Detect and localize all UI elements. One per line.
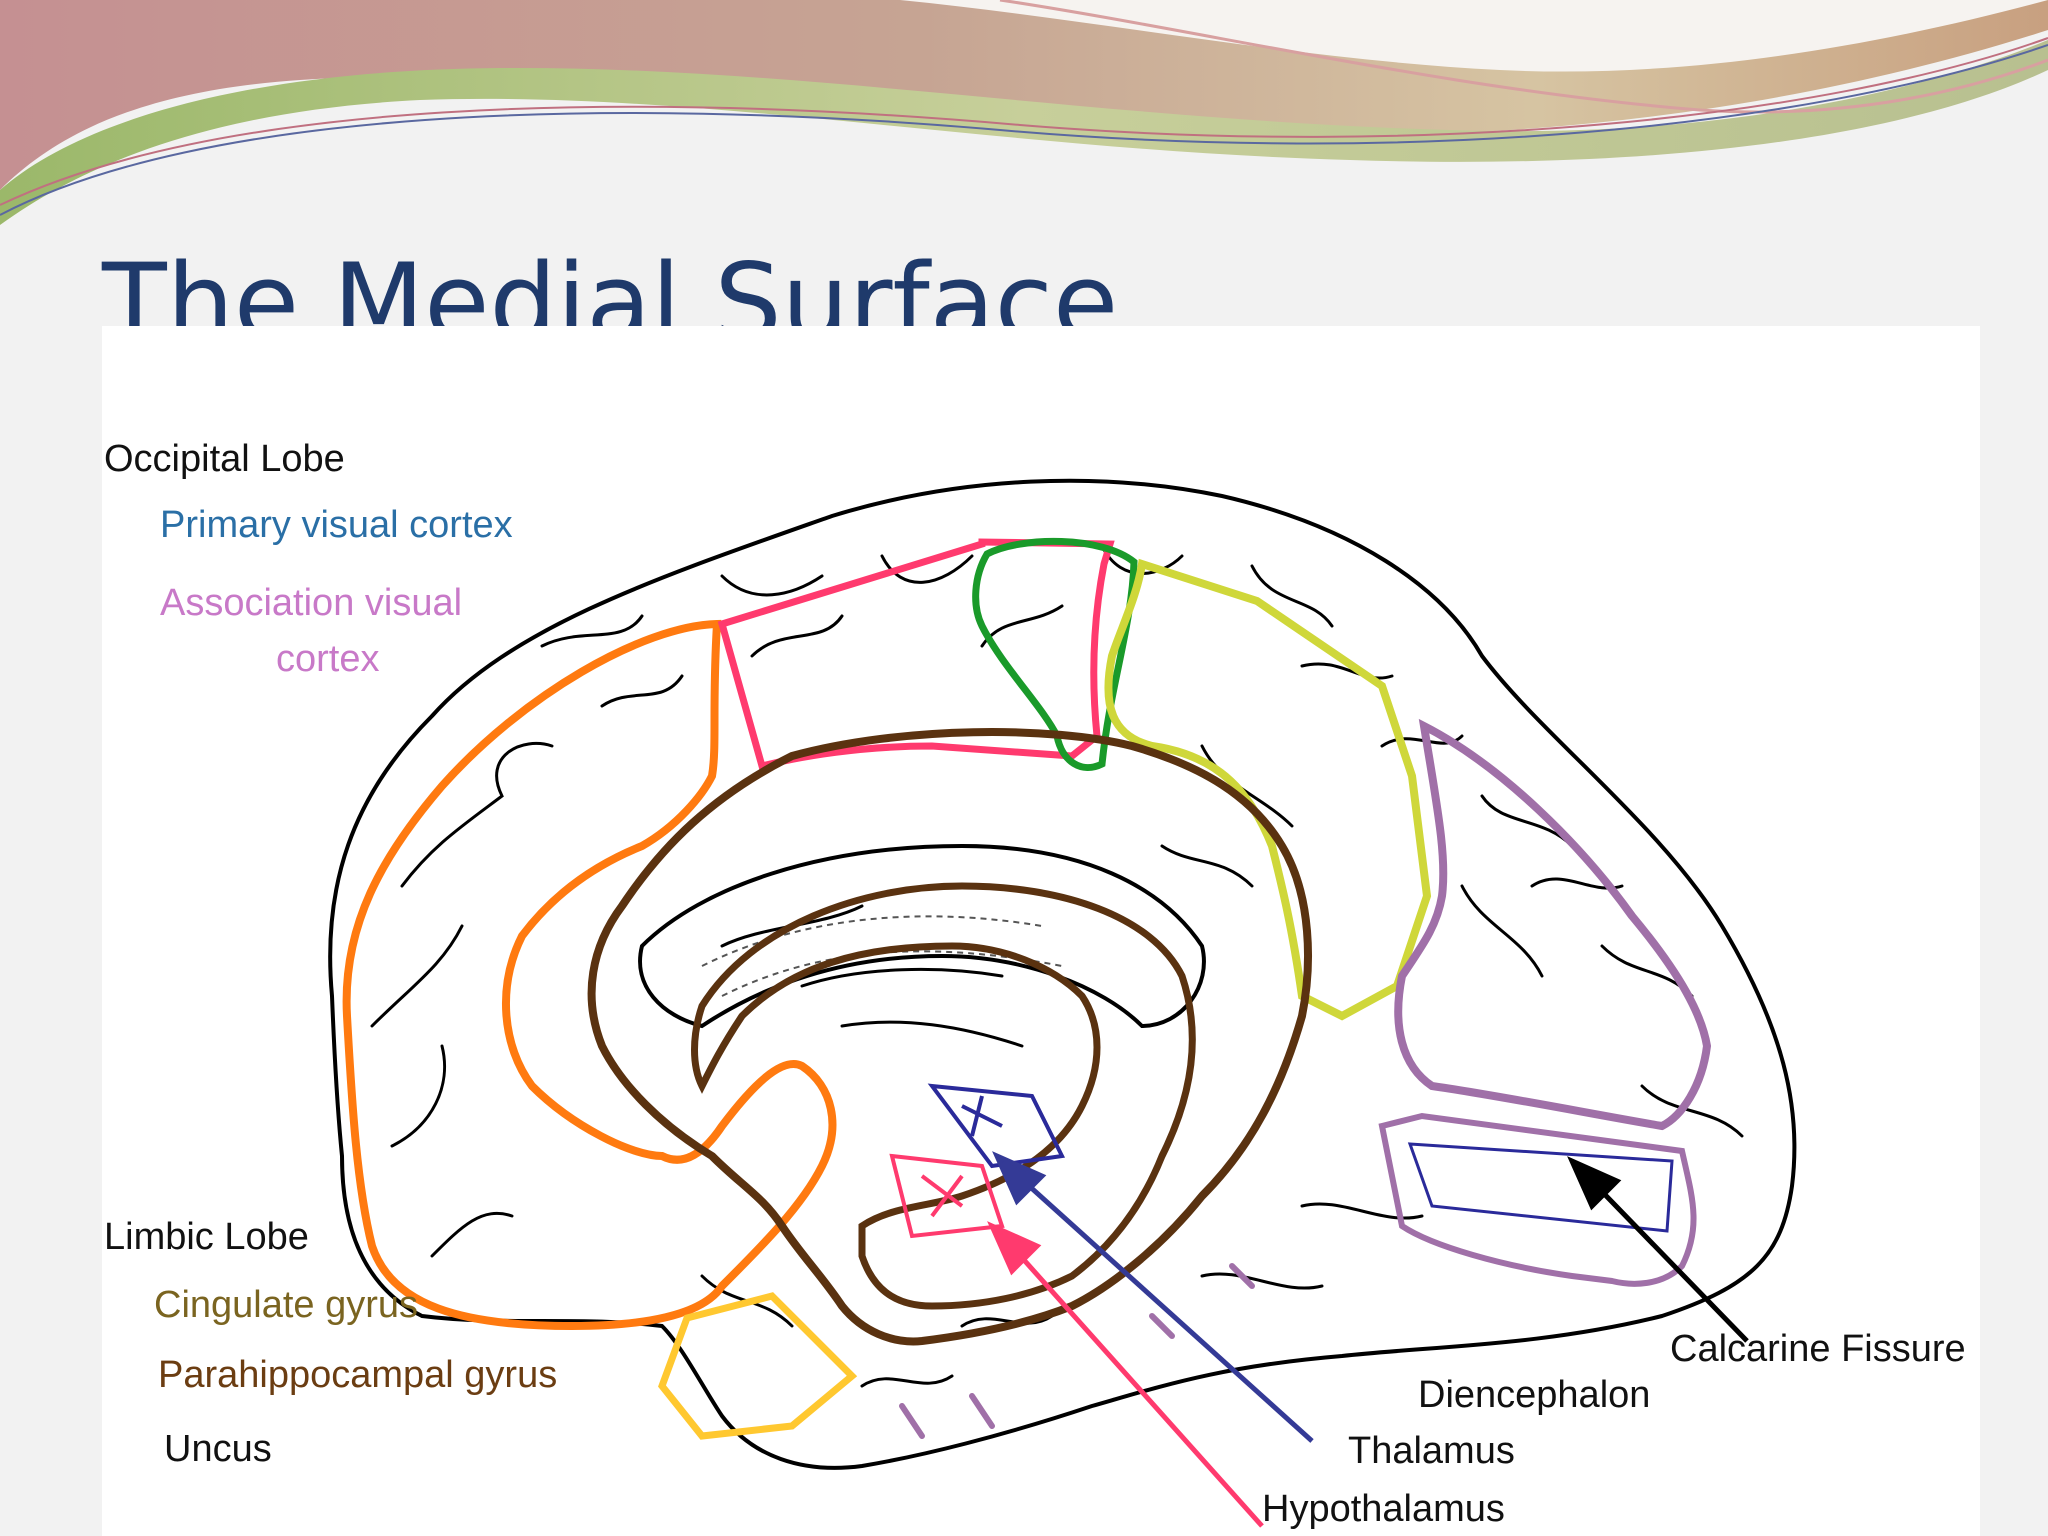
callout-thalamus: Thalamus bbox=[1348, 1430, 1515, 1472]
legend-association-visual-line2: cortex bbox=[276, 638, 380, 680]
yellow-region-outline bbox=[1104, 558, 1432, 1021]
primary-visual-cortex-outline bbox=[1407, 1142, 1674, 1233]
callout-calcarine-fissure: Calcarine Fissure bbox=[1670, 1328, 1966, 1370]
legend-limbic-lobe: Limbic Lobe bbox=[104, 1216, 309, 1258]
purple-region-outline bbox=[1394, 718, 1712, 1131]
purple-region-lower-outline bbox=[1378, 1112, 1697, 1287]
callout-hypothalamus: Hypothalamus bbox=[1262, 1488, 1505, 1530]
brain-medial-surface-diagram bbox=[328, 478, 1797, 1528]
legend-primary-visual-cortex: Primary visual cortex bbox=[160, 504, 513, 546]
diencephalon-region bbox=[889, 1083, 1066, 1239]
green-region-outline bbox=[972, 537, 1138, 771]
brain-figure: Occipital Lobe Primary visual cortex Ass… bbox=[102, 326, 1980, 1536]
legend-parahippocampal-gyrus: Parahippocampal gyrus bbox=[158, 1354, 558, 1396]
orange-region-outline bbox=[342, 619, 837, 1331]
brain-outline bbox=[328, 478, 1797, 1470]
header-wave-decoration bbox=[0, 0, 2048, 240]
corpus-callosum bbox=[638, 843, 1206, 1029]
callout-diencephalon: Diencephalon bbox=[1418, 1374, 1651, 1416]
tick-marks bbox=[899, 1263, 1255, 1439]
hypothalamus-arrow bbox=[987, 1221, 1264, 1528]
legend-occipital-lobe: Occipital Lobe bbox=[104, 438, 345, 480]
thalamus-arrow bbox=[992, 1151, 1314, 1443]
uncus-outline bbox=[658, 1292, 858, 1440]
parahippocampal-gyrus-outline bbox=[691, 882, 1196, 1310]
legend-uncus: Uncus bbox=[164, 1428, 272, 1470]
cingulate-gyrus-outline bbox=[587, 728, 1312, 1346]
legend-association-visual-line1: Association visual bbox=[160, 582, 463, 624]
calcarine-fissure-arrow bbox=[1567, 1156, 1749, 1343]
legend-cingulate-gyrus: Cingulate gyrus bbox=[154, 1284, 419, 1326]
